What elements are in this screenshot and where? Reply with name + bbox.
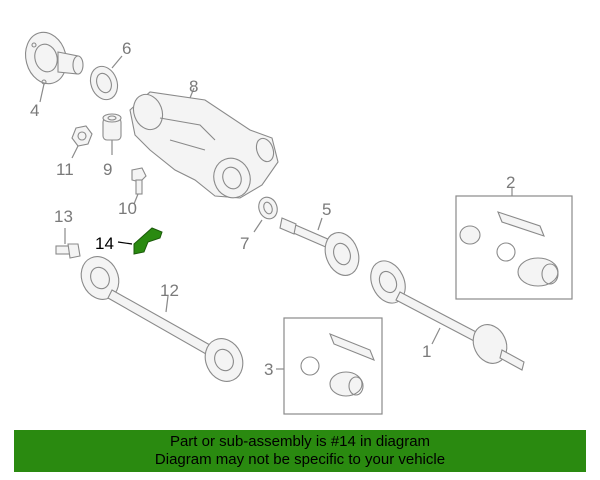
part-6-seal[interactable] bbox=[86, 63, 122, 104]
callout-11: 11 bbox=[56, 160, 74, 179]
footer-line-1: Part or sub-assembly is #14 in diagram bbox=[169, 433, 431, 450]
part-2-boot-kit[interactable] bbox=[455, 195, 573, 300]
part-13-bolt[interactable] bbox=[55, 243, 81, 259]
part-10-bolt[interactable] bbox=[131, 167, 147, 195]
part-1-half-shaft[interactable] bbox=[364, 255, 525, 371]
callout-14: 14 bbox=[95, 234, 114, 253]
callout-10: 10 bbox=[118, 199, 137, 218]
part-14-bracket[interactable] bbox=[133, 227, 163, 255]
callout-9: 9 bbox=[103, 160, 112, 179]
callout-1: 1 bbox=[422, 342, 431, 361]
callout-4: 4 bbox=[30, 101, 39, 120]
part-4-flange[interactable] bbox=[20, 28, 84, 89]
callout-3: 3 bbox=[264, 360, 273, 379]
part-3-boot-kit[interactable] bbox=[283, 317, 383, 415]
callout-6: 6 bbox=[122, 39, 131, 58]
part-12-half-shaft[interactable] bbox=[74, 250, 249, 387]
part-11-nut[interactable] bbox=[71, 125, 93, 147]
callout-2: 2 bbox=[506, 173, 515, 192]
callout-7: 7 bbox=[240, 234, 249, 253]
callout-5: 5 bbox=[322, 200, 331, 219]
part-9-bushing[interactable] bbox=[102, 113, 122, 141]
part-7-ring[interactable] bbox=[256, 195, 280, 222]
part-8-differential-housing[interactable] bbox=[129, 90, 279, 203]
footer-banner: Part or sub-assembly is #14 in diagram D… bbox=[14, 430, 586, 472]
part-5-axle-shaft[interactable] bbox=[279, 217, 365, 280]
callout-8: 8 bbox=[189, 77, 198, 96]
callout-12: 12 bbox=[160, 281, 179, 300]
footer-line-2: Diagram may not be specific to your vehi… bbox=[154, 451, 446, 468]
callout-13: 13 bbox=[54, 207, 73, 226]
